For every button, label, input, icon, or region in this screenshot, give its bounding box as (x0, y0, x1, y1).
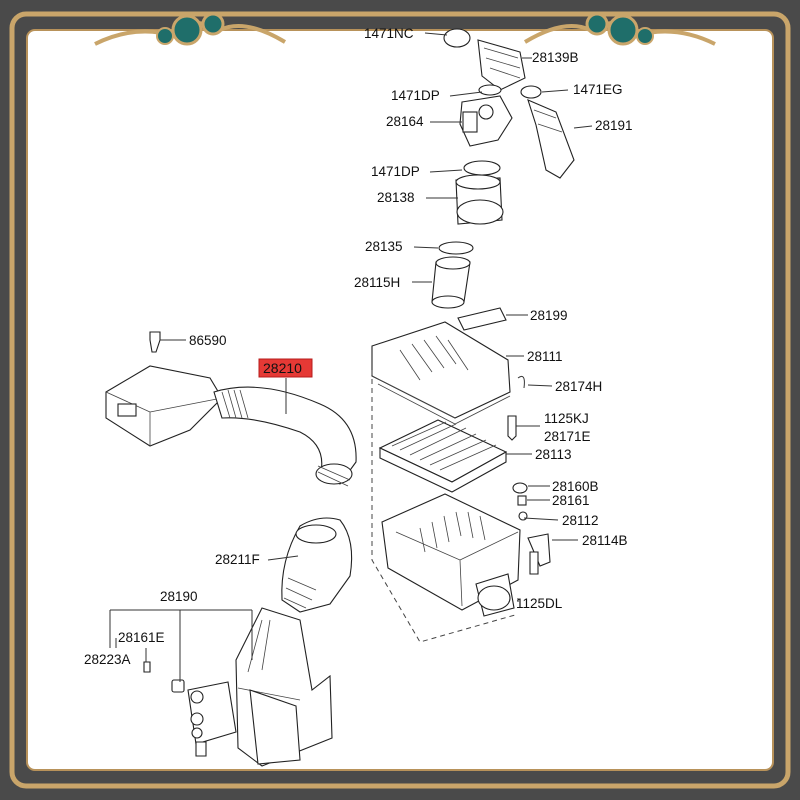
label-28161: 28161 (552, 493, 590, 508)
clip-28223a (143, 661, 151, 673)
label-1471nc: 1471NC (364, 26, 414, 41)
cloud-ornament-icon (523, 12, 716, 46)
label-28164: 28164 (386, 114, 424, 129)
bolt-1125dl (529, 551, 539, 575)
label-28112: 28112 (562, 513, 599, 528)
bushing-28161 (517, 495, 527, 506)
plate-28199 (457, 307, 507, 331)
grommet-28160b (512, 482, 528, 494)
label-28210: 28210 (263, 360, 302, 376)
label-28160b: 28160B (552, 479, 599, 494)
grommet-28161e (171, 679, 185, 693)
label-28174h: 28174H (555, 379, 602, 394)
label-28223a: 28223A (84, 652, 131, 667)
assembly-outline (371, 370, 516, 643)
part-drawings (105, 28, 575, 767)
bolt-1125kj (507, 415, 517, 441)
resonator-duct (105, 365, 223, 447)
label-28111: 28111 (527, 349, 563, 364)
label-28199: 28199 (530, 308, 568, 323)
label-1125dl: 1125DL (516, 596, 563, 611)
label-28191: 28191 (595, 118, 633, 133)
label-1471eg: 1471EG (573, 82, 623, 97)
label-28135: 28135 (365, 239, 403, 254)
clip-28174h (517, 375, 525, 389)
hose-28191 (527, 99, 575, 179)
label-86590: 86590 (189, 333, 227, 348)
hose-28210 (213, 386, 357, 485)
label-28171e: 28171E (544, 429, 591, 444)
label-1471dp-b: 1471DP (371, 164, 420, 179)
clamp-1471nc (443, 28, 471, 48)
highlight-badge (258, 358, 313, 378)
diagram-panel (26, 29, 774, 771)
clamp-1471eg (520, 85, 542, 99)
label-28211f: 28211F (215, 552, 260, 567)
sensor-28164 (459, 95, 513, 147)
label-1125kj: 1125KJ (544, 411, 589, 426)
bolt-86590 (149, 331, 161, 353)
label-28114b: 28114B (582, 533, 628, 548)
label-1471dp-a: 1471DP (391, 88, 440, 103)
label-28115h: 28115H (354, 275, 400, 290)
cloud-ornament-icon (94, 12, 287, 46)
part-labels: 1471NC 28139B 1471EG 1471DP 28164 28191 … (84, 26, 633, 667)
clamp-1471dp-b (463, 160, 501, 176)
label-28161e: 28161E (118, 630, 165, 645)
duct-28211f (281, 517, 353, 613)
clamp-28135 (438, 241, 474, 255)
duct-28139b (477, 39, 526, 91)
clamp-1471dp-a (478, 84, 502, 96)
frame-border (9, 11, 791, 789)
label-28190: 28190 (160, 589, 198, 604)
leader-lines (109, 32, 593, 682)
label-28139b: 28139B (532, 50, 579, 65)
label-28113: 28113 (535, 447, 572, 462)
label-28138: 28138 (377, 190, 415, 205)
